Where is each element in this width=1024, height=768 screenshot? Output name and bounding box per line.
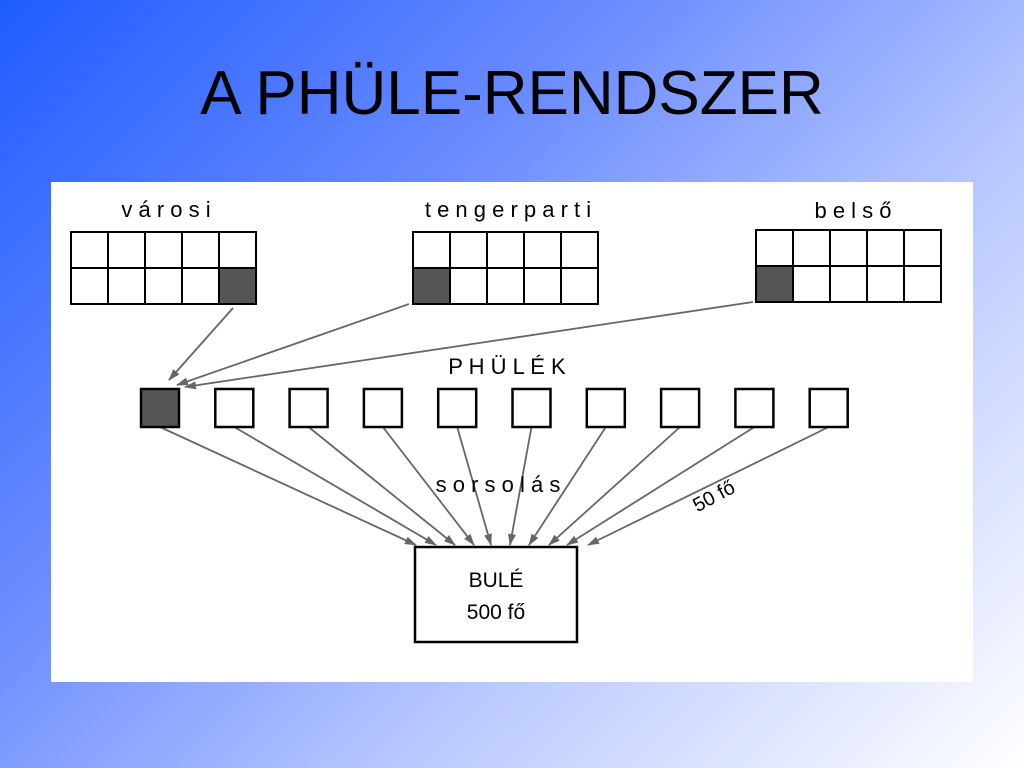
grid-cell xyxy=(866,229,905,267)
arrow-grid-to-phule xyxy=(168,307,234,381)
arrow-grid-to-phule xyxy=(176,303,410,386)
arrow-phule-to-bule xyxy=(382,426,475,546)
arrow-phule-to-bule xyxy=(566,426,755,546)
grid-cell xyxy=(523,231,562,269)
arrow-phule-to-bule xyxy=(548,426,681,546)
grid-cell xyxy=(866,265,905,303)
grid-cell xyxy=(107,267,146,305)
phule-box xyxy=(139,387,181,429)
grid-cell xyxy=(829,265,868,303)
bule-count: 500 fő xyxy=(467,601,525,624)
page-title: A PHÜLE-RENDSZER xyxy=(200,59,824,128)
grid-cell-selected xyxy=(218,267,257,305)
grid-cell xyxy=(792,265,831,303)
grid-cell-selected xyxy=(755,265,794,303)
group-label-varosi: v á r o s i xyxy=(121,197,210,222)
phule-box xyxy=(288,387,329,429)
grid-cell xyxy=(792,229,831,267)
district-grid-tengerparti xyxy=(412,231,599,305)
grid-cell xyxy=(523,267,562,305)
phule-box xyxy=(362,387,404,429)
arrow-phule-to-bule xyxy=(456,426,492,546)
grid-cell-selected xyxy=(412,267,451,305)
grid-cell xyxy=(181,231,220,269)
group-label-tengerparti: t e n g e r p a r t i xyxy=(425,197,591,222)
grid-cell xyxy=(449,231,488,269)
grid-cell xyxy=(449,267,488,305)
phule-box xyxy=(808,387,849,429)
grid-cell xyxy=(412,231,451,269)
arrow-phule-to-bule xyxy=(587,426,830,546)
grid-cell xyxy=(70,231,109,269)
arrow-phule-to-bule xyxy=(308,426,456,546)
group-label-belso: b e l s ő xyxy=(814,198,891,223)
arrow-grid-to-phule xyxy=(184,301,754,390)
phule-box xyxy=(659,387,701,429)
district-grid-belso xyxy=(755,229,942,303)
grid-cell xyxy=(144,267,183,305)
arrow-phule-to-bule xyxy=(508,426,533,546)
arrow-phule-to-bule xyxy=(528,426,607,546)
bule-title: BULÉ xyxy=(469,569,524,592)
phule-box xyxy=(734,387,775,429)
district-grid-varosi xyxy=(70,231,257,305)
arrow-phule-to-bule xyxy=(233,426,437,546)
grid-cell xyxy=(218,231,257,269)
grid-cell xyxy=(903,265,942,303)
phule-box xyxy=(511,387,552,429)
grid-cell xyxy=(486,267,525,305)
grid-cell xyxy=(903,229,942,267)
phule-box xyxy=(436,387,478,429)
arrow-phule-to-bule xyxy=(159,426,417,546)
grid-cell xyxy=(486,231,525,269)
phule-system-diagram: v á r o s i t e n g e r p a r t i b e l … xyxy=(70,197,942,644)
grid-cell xyxy=(144,231,183,269)
grid-cell xyxy=(755,229,794,267)
phule-box xyxy=(214,387,255,429)
diagram-panel: v á r o s i t e n g e r p a r t i b e l … xyxy=(51,182,973,682)
sorsolas-label: s o r s o l á s xyxy=(436,472,561,497)
grid-cell xyxy=(560,231,599,269)
grid-cell xyxy=(560,267,599,305)
phule-label: P H Ü L É K xyxy=(448,354,566,379)
bule-box xyxy=(413,545,579,644)
grid-cell xyxy=(107,231,146,269)
grid-cell xyxy=(70,267,109,305)
grid-cell xyxy=(829,229,868,267)
phule-box xyxy=(585,387,627,429)
grid-cell xyxy=(181,267,220,305)
